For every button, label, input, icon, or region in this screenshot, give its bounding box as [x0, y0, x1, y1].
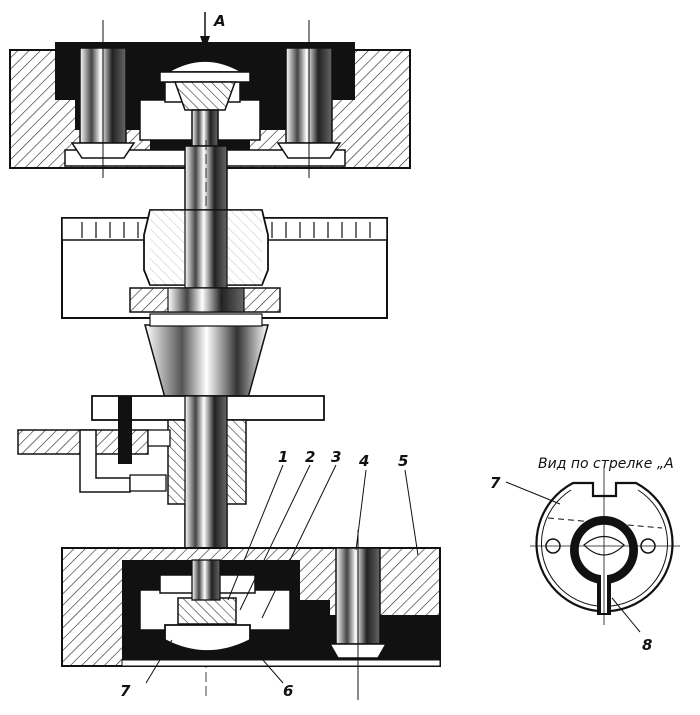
- detail-view-a: Вид по стрелке „А 7 8: [490, 456, 680, 654]
- bottom-bolt: [328, 530, 388, 700]
- bracket: [17, 395, 325, 567]
- label-a: A: [213, 12, 226, 30]
- view-arrow-a: A: [200, 12, 226, 50]
- label-part-6: 6: [283, 682, 293, 700]
- label-part-5: 5: [398, 452, 408, 470]
- top-spherical-seat: [159, 60, 251, 147]
- label-part-1: 1: [278, 448, 288, 466]
- detail-caption: Вид по стрелке „А: [538, 456, 674, 472]
- label-part-7-detail: 7: [490, 474, 501, 492]
- top-right-bolt: [276, 20, 342, 178]
- label-part-4: 4: [358, 452, 369, 470]
- label-part-8: 8: [642, 636, 652, 654]
- tapered-cone: [144, 313, 269, 399]
- callout-leaders: [145, 464, 419, 684]
- top-left-bolt: [70, 20, 136, 178]
- label-part-7-bottom: 7: [120, 682, 131, 700]
- gear-wheel: [61, 209, 388, 319]
- label-part-2: 2: [305, 448, 315, 466]
- label-part-3: 3: [331, 448, 341, 466]
